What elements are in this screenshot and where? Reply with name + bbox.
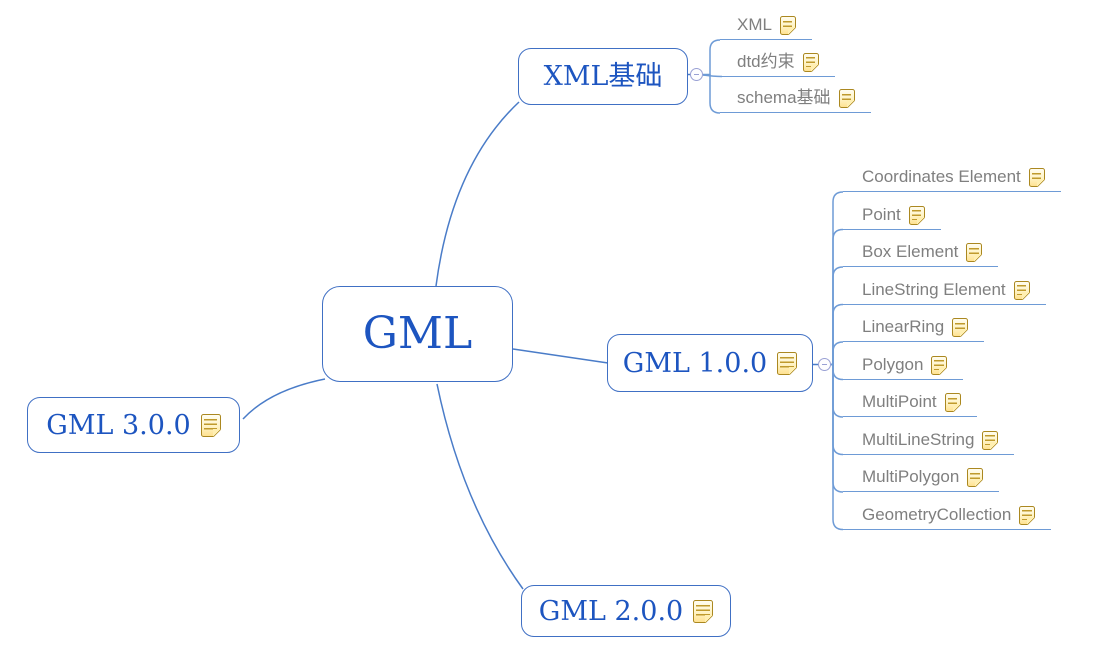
subtopic-label: GeometryCollection: [862, 504, 1012, 524]
subtopic-label: schema基础: [737, 88, 831, 108]
connector-linestring: [831, 303, 844, 366]
subtopic-label: LineString Element: [862, 279, 1006, 299]
note-icon[interactable]: [931, 355, 948, 375]
subtopic-polygon[interactable]: Polygon: [843, 342, 964, 380]
connector-xml: [703, 39, 721, 76]
subtopic-label: Box Element: [862, 242, 959, 262]
note-icon[interactable]: [952, 318, 969, 337]
root-topic-label: GML: [362, 308, 473, 359]
xml-basics-children: XML dtd约束 schema基础: [720, 4, 871, 113]
note-icon[interactable]: [1019, 505, 1036, 525]
note-icon[interactable]: [838, 89, 855, 108]
subtopic-label: Point: [862, 204, 901, 224]
subtopic-label: XML: [737, 15, 772, 35]
gml1-child-connectors: [831, 191, 844, 531]
note-icon[interactable]: [779, 16, 796, 35]
subtopic-schema[interactable]: schema基础: [720, 77, 871, 113]
collapse-toggle-gml-1-0-0[interactable]: [818, 358, 831, 371]
subtopic-label: MultiPolygon: [862, 467, 960, 487]
connector-point: [831, 228, 844, 366]
curve-root-to-xml: [435, 101, 520, 287]
subtopic-label: dtd约束: [737, 51, 795, 71]
topic-label: GML 3.0.0: [46, 409, 191, 441]
subtopic-label: LinearRing: [862, 317, 945, 337]
note-icon[interactable]: [1013, 280, 1030, 300]
subtopic-label: Polygon: [862, 354, 924, 374]
topic-xml-basics[interactable]: XML基础: [518, 48, 688, 105]
subtopic-multipoint[interactable]: MultiPoint: [843, 380, 977, 417]
topic-gml-2-0-0[interactable]: GML 2.0.0: [521, 585, 731, 637]
topic-label: GML 1.0.0: [622, 347, 768, 379]
topic-gml-3-0-0[interactable]: GML 3.0.0: [27, 397, 240, 453]
subtopic-point[interactable]: Point: [843, 192, 941, 230]
note-icon[interactable]: [802, 52, 819, 72]
subtopic-box-element[interactable]: Box Element: [843, 230, 999, 267]
note-icon[interactable]: [1028, 168, 1045, 187]
note-icon[interactable]: [908, 205, 925, 225]
root-branch-curves: [242, 73, 818, 590]
note-icon[interactable]: [966, 243, 983, 262]
note-icon[interactable]: [982, 430, 999, 450]
subtopic-multilinestring[interactable]: MultiLineString: [843, 417, 1015, 455]
note-icon[interactable]: [944, 393, 961, 412]
subtopic-linestring-element[interactable]: LineString Element: [843, 267, 1046, 305]
curve-root-to-gml3: [242, 378, 326, 420]
note-icon[interactable]: [967, 468, 984, 487]
subtopic-dtd[interactable]: dtd约束: [720, 40, 835, 77]
collapse-toggle-xml-basics[interactable]: [690, 68, 703, 81]
subtopic-label: MultiLineString: [862, 429, 975, 449]
subtopic-multipolygon[interactable]: MultiPolygon: [843, 455, 1000, 492]
topic-label: XML基础: [543, 61, 663, 92]
connector-geometrycollection: [831, 363, 844, 531]
gml-1-0-0-children: Coordinates Element Point Box Element Li…: [843, 155, 1061, 530]
subtopic-label: MultiPoint: [862, 392, 937, 412]
subtopic-coordinates-element[interactable]: Coordinates Element: [843, 155, 1061, 192]
subtopic-linearring[interactable]: LinearRing: [843, 305, 985, 342]
subtopic-xml[interactable]: XML: [720, 4, 812, 40]
note-icon[interactable]: [693, 599, 714, 623]
subtopic-label: Coordinates Element: [862, 167, 1021, 187]
topic-gml-1-0-0[interactable]: GML 1.0.0: [607, 334, 813, 392]
connector-box: [831, 266, 844, 366]
curve-root-to-gml2: [436, 383, 524, 590]
connector-coordinates: [831, 191, 844, 366]
topic-label: GML 2.0.0: [538, 595, 684, 627]
connector-linearring: [831, 341, 844, 366]
note-icon[interactable]: [777, 351, 798, 375]
subtopic-geometrycollection[interactable]: GeometryCollection: [843, 492, 1052, 530]
curve-root-to-gml1: [512, 348, 609, 364]
connector-schema: [703, 74, 721, 114]
root-topic-gml[interactable]: GML: [322, 286, 513, 382]
note-icon[interactable]: [200, 413, 221, 437]
